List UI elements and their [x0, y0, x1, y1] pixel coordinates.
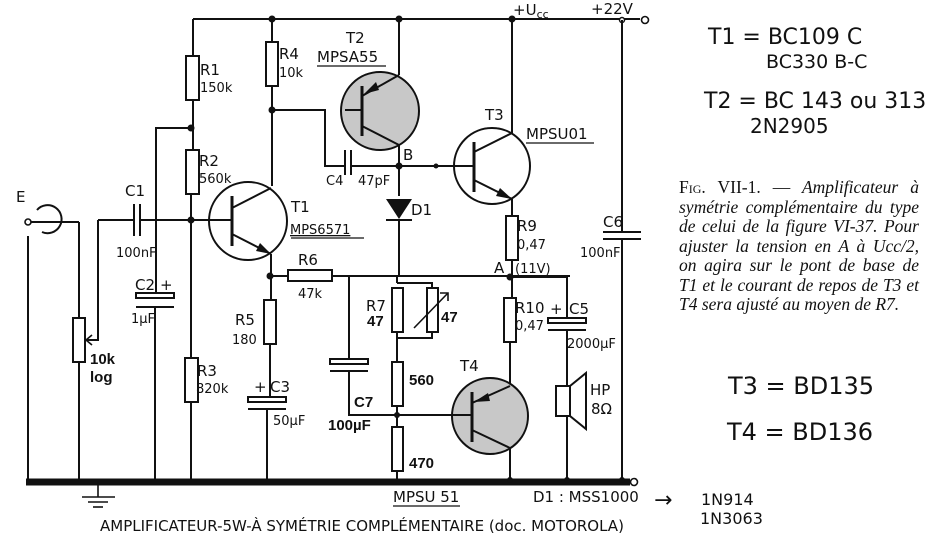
transistor-t3 — [453, 127, 531, 205]
resistor-r6 — [287, 269, 333, 282]
r2-value: 560k — [199, 172, 232, 187]
note-t1-line1: T1 = BC109 C — [707, 25, 862, 50]
t2-name: T2 — [345, 29, 365, 47]
r2-name: R2 — [199, 152, 219, 170]
r10-name: R10 — [515, 299, 545, 317]
note-t1-line2: BC330 B-C — [766, 51, 867, 73]
r7-value: 47 — [367, 313, 384, 330]
c5-value: 2000µF — [567, 337, 616, 352]
diode-d1 — [386, 199, 412, 221]
c3-plus: + — [254, 378, 267, 396]
r10-value: 0,47 — [515, 319, 544, 334]
note-t2-line2: 2N2905 — [750, 114, 829, 138]
c2-value: 1µF — [131, 312, 155, 327]
r1-name: R1 — [200, 61, 220, 79]
r3-value: 820k — [196, 382, 229, 397]
resistor-470 — [391, 426, 404, 472]
t2-part: MPSA55 — [317, 48, 378, 66]
node-a-label: A — [494, 259, 505, 277]
c6-name: C6 — [603, 213, 623, 231]
input-label: E — [16, 188, 25, 206]
c4-name: C4 — [326, 174, 343, 189]
c5-name: C5 — [569, 300, 589, 318]
potentiometer-10k — [72, 317, 86, 363]
transistor-t2 — [340, 71, 420, 151]
c5-plate — [547, 317, 587, 324]
r560-value: 560 — [409, 372, 434, 389]
c7-value: 100µF — [328, 417, 371, 434]
resistor-r5 — [263, 299, 277, 345]
speaker-icon — [555, 370, 587, 432]
r7-trim-value: 47 — [441, 309, 458, 326]
t4-name: T4 — [459, 357, 479, 375]
node-b-label: B — [403, 146, 413, 164]
c2-plate — [135, 292, 175, 299]
c6-value: 100nF — [580, 246, 621, 261]
c1-name: C1 — [125, 182, 145, 200]
figure-caption: Fig. VII-1. — Amplificateur à symétrie c… — [679, 177, 919, 315]
figure-number: Fig. VII-1. — — [679, 177, 791, 197]
transistor-t4 — [451, 377, 529, 455]
transistor-t1 — [208, 181, 288, 261]
pot-taper: log — [90, 369, 113, 386]
r9-name: R9 — [517, 217, 537, 235]
r7-name: R7 — [366, 297, 386, 315]
pot-wiper — [87, 220, 99, 341]
r9-value: 0,47 — [517, 238, 546, 253]
diagram-title: AMPLIFICATEUR-5W-À SYMÉTRIE COMPLÉMENTAI… — [100, 516, 624, 535]
r5-name: R5 — [235, 311, 255, 329]
c2-name: C2 — [135, 276, 155, 294]
ground-terminal — [629, 477, 639, 487]
input-jack-icon — [24, 204, 80, 482]
c4-value: 47pF — [358, 174, 390, 189]
speaker-name: HP — [590, 381, 610, 399]
t3-part: MPSU01 — [526, 125, 588, 143]
note-d1-line2: 1N3063 — [700, 509, 763, 528]
r6-name: R6 — [298, 251, 318, 269]
ground-symbol-icon — [82, 482, 115, 508]
r3-name: R3 — [197, 362, 217, 380]
resistor-r4 — [265, 41, 279, 87]
resistor-r2 — [185, 149, 200, 195]
note-d1-arrow: → — [654, 488, 672, 513]
c3-value: 50µF — [273, 414, 305, 429]
pot-value: 10k — [90, 351, 116, 368]
r470-value: 470 — [409, 455, 434, 472]
resistor-r1 — [185, 55, 200, 101]
r6-value: 47k — [298, 287, 323, 302]
t4-part: MPSU 51 — [393, 488, 459, 506]
node-a-voltage: (11V) — [515, 262, 551, 277]
adjustable-arrow-icon — [413, 292, 449, 329]
note-t2-line1: T2 = BC 143 ou 313 — [703, 89, 926, 114]
r5-value: 180 — [232, 333, 257, 348]
resistor-560 — [391, 361, 404, 407]
c3-plate — [247, 396, 287, 403]
supply-terminal — [640, 15, 650, 25]
c1-value: 100nF — [116, 246, 157, 261]
supply-ucc-label: +Ucc — [513, 1, 549, 21]
note-t4: T4 = BD136 — [726, 418, 873, 446]
c7-name: C7 — [354, 394, 373, 411]
supply-voltage-label: +22V — [591, 0, 634, 18]
d1-name: D1 — [411, 201, 432, 219]
figure-caption-text: Amplificateur à symétrie complémentaire … — [679, 177, 919, 314]
t1-name: T1 — [290, 198, 310, 216]
r1-value: 150k — [200, 81, 233, 96]
c3-name: C3 — [270, 378, 290, 396]
speaker-value: 8Ω — [591, 400, 612, 418]
d1-part-note: D1 : MSS1000 — [533, 488, 639, 506]
resistor-r7 — [391, 287, 404, 333]
r4-value: 10k — [279, 66, 304, 81]
note-t3: T3 = BD135 — [727, 372, 874, 400]
t1-part: MPS6571 — [290, 223, 350, 238]
c5-plus: + — [550, 300, 563, 318]
r4-name: R4 — [279, 45, 299, 63]
note-d1-line1: 1N914 — [701, 490, 754, 509]
c7-plate — [329, 358, 369, 365]
t3-name: T3 — [484, 106, 504, 124]
c2-plus: + — [160, 276, 173, 294]
